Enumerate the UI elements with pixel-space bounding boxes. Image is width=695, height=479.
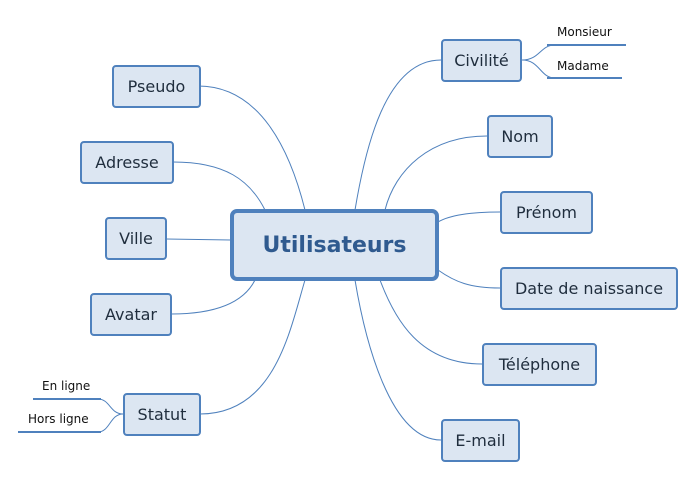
node-ville[interactable]: Ville bbox=[105, 217, 167, 260]
node-ville-label: Ville bbox=[119, 229, 153, 248]
leaf-madame[interactable]: Madame bbox=[557, 59, 609, 73]
node-adresse[interactable]: Adresse bbox=[80, 141, 174, 184]
node-pseudo[interactable]: Pseudo bbox=[112, 65, 201, 108]
link-date bbox=[437, 269, 501, 289]
node-civilite[interactable]: Civilité bbox=[441, 39, 522, 82]
node-email[interactable]: E-mail bbox=[441, 419, 520, 462]
node-statut-label: Statut bbox=[137, 405, 187, 424]
node-date-naissance[interactable]: Date de naissance bbox=[500, 267, 678, 310]
node-adresse-label: Adresse bbox=[95, 153, 159, 172]
link-en-ligne bbox=[97, 398, 124, 415]
link-ville bbox=[165, 238, 232, 241]
link-telephone bbox=[379, 279, 483, 365]
leaf-en-ligne[interactable]: En ligne bbox=[42, 379, 91, 393]
node-civilite-label: Civilité bbox=[454, 51, 509, 70]
link-avatar bbox=[170, 279, 256, 315]
node-prenom-label: Prénom bbox=[516, 203, 577, 222]
link-civilite bbox=[354, 59, 442, 211]
node-nom-label: Nom bbox=[501, 127, 539, 146]
node-telephone[interactable]: Téléphone bbox=[482, 343, 597, 386]
node-date-naissance-label: Date de naissance bbox=[514, 279, 664, 298]
node-avatar-label: Avatar bbox=[105, 305, 157, 324]
link-hors-ligne bbox=[97, 413, 124, 433]
center-label: Utilisateurs bbox=[262, 232, 407, 258]
node-email-label: E-mail bbox=[455, 431, 506, 450]
link-adresse bbox=[172, 161, 266, 211]
node-telephone-label: Téléphone bbox=[498, 355, 581, 374]
link-email bbox=[354, 279, 442, 441]
link-monsieur bbox=[521, 44, 556, 61]
leaf-monsieur[interactable]: Monsieur bbox=[557, 25, 612, 39]
leaf-hors-ligne[interactable]: Hors ligne bbox=[28, 412, 89, 426]
link-prenom bbox=[437, 211, 501, 223]
link-nom bbox=[384, 135, 488, 211]
node-prenom[interactable]: Prénom bbox=[500, 191, 593, 234]
node-statut[interactable]: Statut bbox=[123, 393, 201, 436]
node-pseudo-label: Pseudo bbox=[127, 77, 186, 96]
link-madame bbox=[521, 59, 556, 79]
link-statut bbox=[199, 279, 306, 415]
node-avatar[interactable]: Avatar bbox=[90, 293, 172, 336]
link-pseudo bbox=[197, 85, 306, 211]
node-nom[interactable]: Nom bbox=[487, 115, 553, 158]
center-node[interactable]: Utilisateurs bbox=[230, 209, 439, 281]
